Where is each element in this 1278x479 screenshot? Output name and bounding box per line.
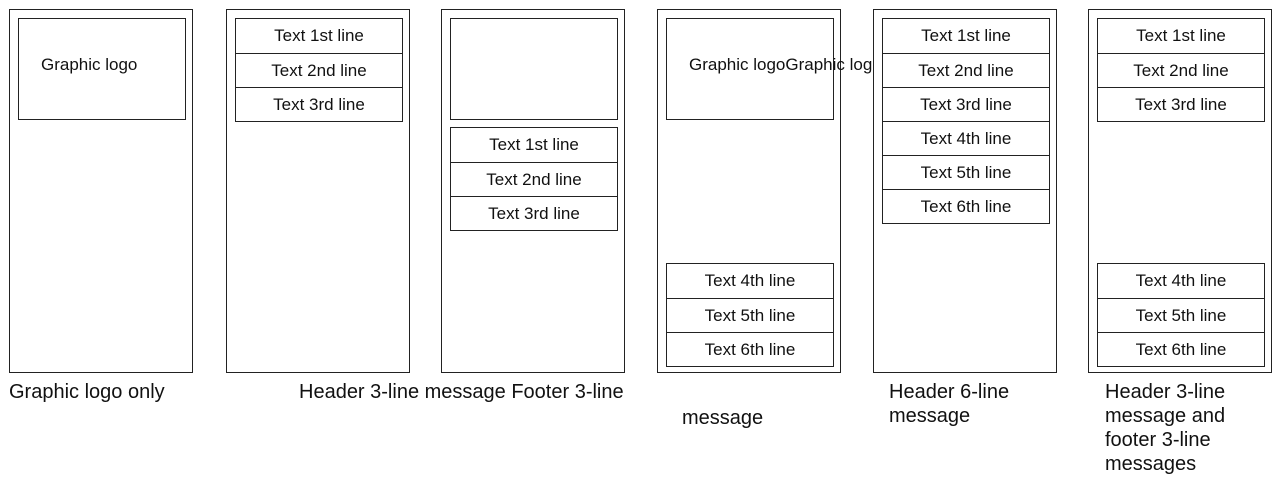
text-line: Text 3rd line <box>236 87 402 121</box>
text-line: Text 3rd line <box>451 196 617 230</box>
text-line: Text 1st line <box>921 26 1011 45</box>
text-line: Text 2nd line <box>883 53 1049 87</box>
footer-text-stack: Text 4th line Text 5th line Text 6th lin… <box>1097 263 1265 367</box>
footer-text-stack: Text 4th line Text 5th line Text 6th lin… <box>666 263 834 367</box>
layout-panel-header-and-footer-3-line: Text 1st line Text 2nd line Text 3rd lin… <box>1088 9 1272 373</box>
text-line: Text 6th line <box>883 189 1049 223</box>
layout-panel-header-3-line: Text 1st line Text 2nd line Text 3rd lin… <box>226 9 410 373</box>
header-text-stack: Text 1st line Text 2nd line Text 3rd lin… <box>235 18 403 122</box>
text-line: Text 1st line <box>489 135 579 154</box>
text-line: Text 6th line <box>1098 332 1264 366</box>
header-text-stack: Text 1st line Text 2nd line Text 3rd lin… <box>882 18 1050 224</box>
text-line: Text 2nd line <box>451 162 617 196</box>
text-line: Text 4th line <box>704 271 796 290</box>
text-line: Text 1st line <box>274 26 364 45</box>
caption-message: message <box>682 407 764 429</box>
text-line: Text 5th line <box>667 298 833 332</box>
header-text-stack: Text 1st line Text 2nd line Text 3rd lin… <box>1097 18 1265 122</box>
text-line: Text 1st line <box>1136 26 1226 45</box>
caption-line: Header 3-line <box>1105 381 1226 403</box>
text-line: Text 5th line <box>883 155 1049 189</box>
text-line: Text 3rd line <box>1098 87 1264 121</box>
graphic-logo-label: Graphic logo <box>41 55 138 74</box>
caption-header-footer-3-line: Header 3-line message Footer 3-line <box>299 381 624 403</box>
caption-graphic-logo-only: Graphic logo only <box>9 381 165 403</box>
text-line: Text 3rd line <box>883 87 1049 121</box>
caption-line: Header 6-line <box>889 381 1010 403</box>
text-line: Text 4th line <box>1135 271 1227 290</box>
text-line: Text 2nd line <box>236 53 402 87</box>
layout-panel-header-6-line: Text 1st line Text 2nd line Text 3rd lin… <box>873 9 1057 373</box>
text-line: Text 4th line <box>883 121 1049 155</box>
header-text-stack: Text 1st line Text 2nd line Text 3rd lin… <box>450 127 618 231</box>
caption-line: message and <box>1105 405 1226 427</box>
layout-panel-logo-with-3-line: Text 1st line Text 2nd line Text 3rd lin… <box>441 9 625 373</box>
graphic-logo-box: Graphic logo <box>18 18 186 120</box>
graphic-logo-box <box>450 18 618 120</box>
text-line: Text 2nd line <box>1098 53 1264 87</box>
text-line: Text 5th line <box>1098 298 1264 332</box>
graphic-logo-label: Graphic logoGraphic logo <box>689 55 882 74</box>
graphic-logo-box <box>666 18 834 120</box>
caption-line: message <box>889 405 971 427</box>
caption-line: messages <box>1105 453 1197 475</box>
layout-panel-graphic-logo-only: Graphic logo <box>9 9 193 373</box>
caption-header-6-line: Header 6-line message <box>889 380 1009 428</box>
caption-header-and-footer-3-line: Header 3-line message and footer 3-line … <box>1105 380 1225 476</box>
text-line: Text 6th line <box>667 332 833 366</box>
layout-panel-logo-footer-3-line: Text 4th line Text 5th line Text 6th lin… <box>657 9 841 373</box>
caption-line: footer 3-line <box>1105 429 1211 451</box>
